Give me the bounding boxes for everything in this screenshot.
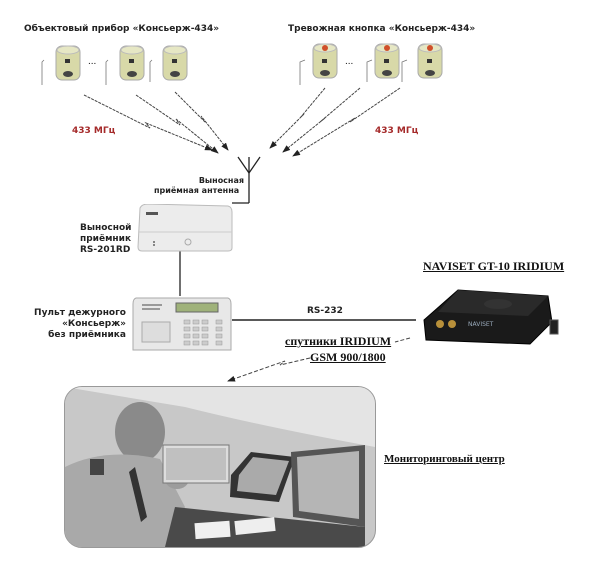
object-sensor-device bbox=[53, 44, 83, 82]
console-device bbox=[132, 296, 232, 354]
alarm-button-device bbox=[372, 42, 402, 80]
receiver-label-line1: Выносной bbox=[80, 223, 132, 233]
console-label: Пульт дежурного «Консьерж» без приёмника bbox=[30, 308, 126, 341]
radio-signals-left bbox=[83, 91, 229, 154]
ellipsis-right: ... bbox=[345, 56, 354, 67]
monitoring-center-photo bbox=[64, 386, 376, 548]
antenna-icon bbox=[232, 156, 261, 204]
antenna-label: Выносная bbox=[180, 175, 244, 186]
object-sensor-device bbox=[117, 44, 147, 82]
receiver-label-line2: приёмник bbox=[80, 234, 132, 244]
receiver-device bbox=[136, 203, 233, 252]
lcd-display bbox=[175, 302, 219, 313]
tracker-label: NAVISET GT-10 IRIDIUM bbox=[423, 259, 565, 273]
alarm-button-device bbox=[310, 42, 340, 80]
monitoring-center-label: Мониторинговый центр bbox=[384, 453, 505, 465]
receiver-label: Выносной приёмник RS-201RD bbox=[80, 223, 131, 256]
alarm-group-title: Тревожная кнопка «Консьерж-434» bbox=[288, 24, 476, 34]
wireless-link bbox=[227, 337, 411, 382]
tracker-brand: NAVISET bbox=[468, 321, 494, 328]
tracker-device: NAVISET bbox=[418, 282, 560, 348]
console-label-line1: Пульт дежурного bbox=[34, 308, 126, 318]
rs232-label: RS-232 bbox=[307, 306, 343, 316]
console-label-line3: без приёмника bbox=[48, 330, 126, 340]
antenna-label-line1: Выносная bbox=[198, 176, 244, 185]
frequency-label-right: 433 МГц bbox=[375, 126, 419, 136]
receiver-label-line3: RS-201RD bbox=[80, 245, 131, 255]
channel-label-iridium: спутники IRIDIUM bbox=[285, 334, 392, 348]
frequency-label-left: 433 МГц bbox=[72, 126, 116, 136]
channel-label-gsm: GSM 900/1800 bbox=[310, 350, 386, 364]
console-label-line2: «Консьерж» bbox=[62, 319, 126, 329]
antenna-label-line2: приёмная антенна bbox=[154, 186, 240, 195]
alarm-button-device bbox=[415, 42, 445, 80]
radio-signals-right bbox=[269, 87, 401, 157]
object-sensor-device bbox=[160, 44, 190, 82]
sensor-group-title: Объектовый прибор «Консьерж-434» bbox=[24, 24, 220, 34]
ellipsis-left: ... bbox=[88, 56, 97, 67]
